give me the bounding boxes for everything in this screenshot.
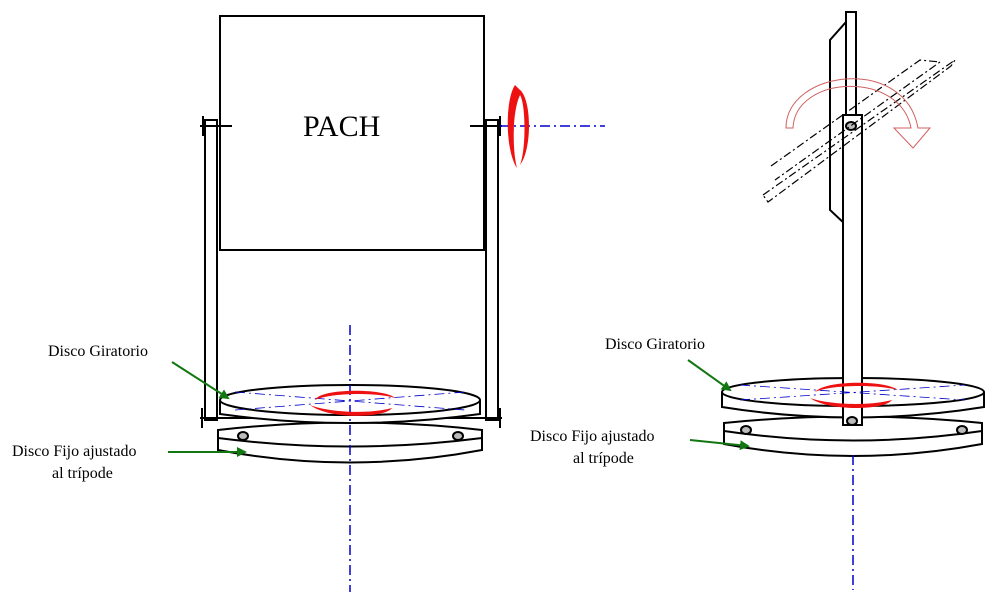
pointer-arrow bbox=[689, 439, 750, 451]
label-fixed-disc-right: Disco Fijo ajustado bbox=[530, 428, 655, 445]
left-post bbox=[204, 119, 218, 421]
tilt-arrow-icon bbox=[785, 78, 932, 149]
pointer-arrow bbox=[687, 359, 732, 392]
pach-panel bbox=[219, 15, 485, 251]
panel-label: PACH bbox=[303, 110, 381, 143]
side-post bbox=[842, 114, 863, 426]
label-fixed-disc-left: Disco Fijo ajustado bbox=[12, 443, 137, 460]
label-fixed-disc-right-2: al trípode bbox=[573, 450, 634, 467]
label-fixed-disc-left-2: al trípode bbox=[52, 465, 113, 482]
label-rotating-disc-left: Disco Giratorio bbox=[48, 343, 148, 360]
pointer-arrow bbox=[171, 361, 230, 400]
fixed-disc bbox=[217, 421, 483, 464]
rotation-icon bbox=[310, 85, 898, 416]
label-rotating-disc-right: Disco Giratorio bbox=[605, 336, 705, 353]
right-post bbox=[485, 119, 499, 421]
